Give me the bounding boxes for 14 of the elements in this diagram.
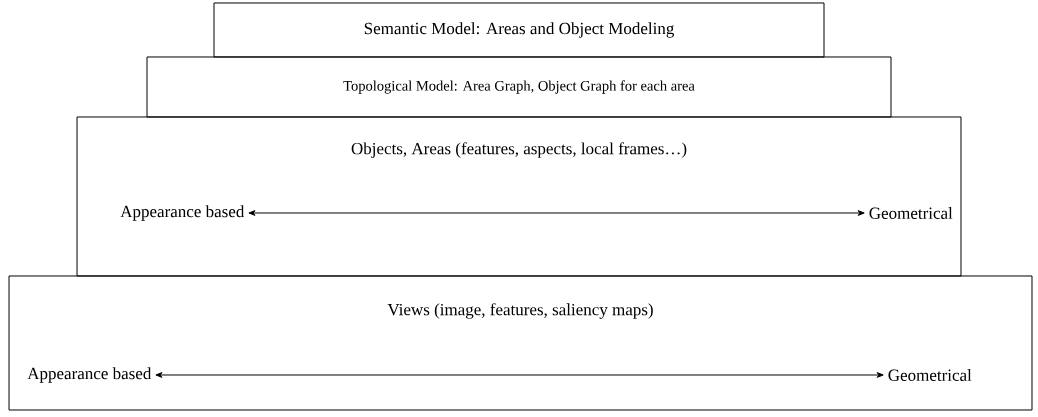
- layer-box: [8, 275, 1033, 411]
- layer-box: [76, 116, 962, 277]
- side-label: Appearance based: [27, 367, 152, 383]
- side-label: Geometrical: [888, 369, 972, 381]
- double-arrow: [155, 372, 884, 378]
- layer-title: Topological Model: Area Graph, Object Graph for each area: [343, 80, 695, 94]
- side-label: Geometrical: [869, 207, 953, 219]
- side-label: Appearance based: [120, 205, 245, 221]
- layer-box: [213, 2, 825, 58]
- double-arrow: [248, 210, 865, 216]
- layer-title: Objects, Areas (features, aspects, local frames…): [351, 142, 687, 158]
- layer-title: Semantic Model: Areas and Object Modeling: [364, 22, 674, 38]
- layer-title: Views (image, features, saliency maps): [387, 303, 653, 319]
- layer-box: [146, 56, 892, 118]
